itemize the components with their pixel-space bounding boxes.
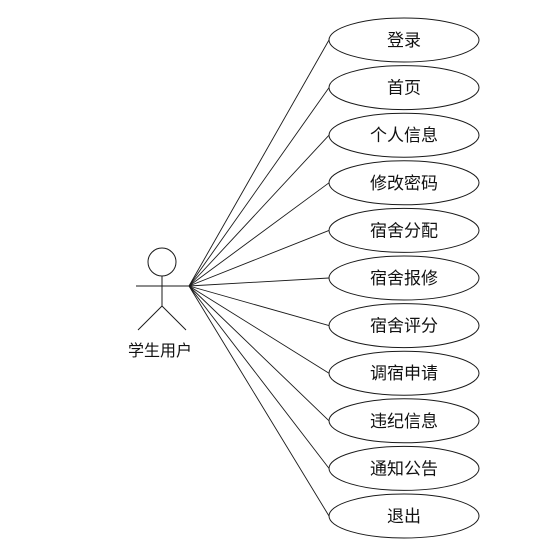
use-case-label: 通知公告 <box>370 459 438 479</box>
use-case-label: 个人信息 <box>370 126 438 146</box>
use-case: 宿舍分配 <box>328 207 480 253</box>
use-case: 违纪信息 <box>328 398 480 444</box>
association-line <box>188 285 330 469</box>
use-case-ellipse <box>328 445 480 491</box>
actor-head <box>147 247 177 277</box>
use-case-ellipse <box>328 112 480 158</box>
association-line <box>188 277 330 287</box>
use-case-ellipse <box>328 398 480 444</box>
association-line <box>188 39 330 287</box>
actor-student: 学生用户 <box>128 247 192 360</box>
use-case-ellipse <box>328 65 480 111</box>
use-case-label: 退出 <box>387 507 421 527</box>
use-case-ellipse <box>328 207 480 253</box>
use-case-label: 宿舍评分 <box>370 317 438 337</box>
use-case-label: 修改密码 <box>370 174 438 194</box>
use-case-label: 首页 <box>387 79 421 99</box>
use-case: 登录 <box>328 17 480 63</box>
actor-left-leg <box>137 305 163 331</box>
use-case-ellipse <box>328 17 480 63</box>
use-case-ellipse <box>328 493 480 539</box>
association-line <box>188 182 330 287</box>
association-line <box>188 87 330 287</box>
use-case-ellipse <box>328 160 480 206</box>
association-line <box>188 285 330 327</box>
use-case: 个人信息 <box>328 112 480 158</box>
use-case-ellipse <box>328 350 480 396</box>
use-case: 宿舍评分 <box>328 303 480 349</box>
use-case-ellipse <box>328 303 480 349</box>
use-case: 通知公告 <box>328 445 480 491</box>
use-case-label: 调宿申请 <box>370 364 438 384</box>
use-case: 修改密码 <box>328 160 480 206</box>
use-case: 宿舍报修 <box>328 255 480 301</box>
association-line <box>188 229 330 287</box>
association-line <box>188 285 330 374</box>
use-case: 退出 <box>328 493 480 539</box>
association-line <box>188 285 330 517</box>
actor-label: 学生用户 <box>128 341 192 360</box>
association-line <box>188 134 330 287</box>
use-case-label: 宿舍分配 <box>370 221 438 241</box>
actor-right-leg <box>161 305 187 331</box>
association-line <box>188 285 330 422</box>
use-case-label: 违纪信息 <box>370 412 438 432</box>
use-case-label: 登录 <box>387 31 421 51</box>
association-lines <box>188 39 330 517</box>
use-case: 首页 <box>328 65 480 111</box>
use-case-label: 宿舍报修 <box>370 269 438 289</box>
use-case-ellipse <box>328 255 480 301</box>
use-case: 调宿申请 <box>328 350 480 396</box>
